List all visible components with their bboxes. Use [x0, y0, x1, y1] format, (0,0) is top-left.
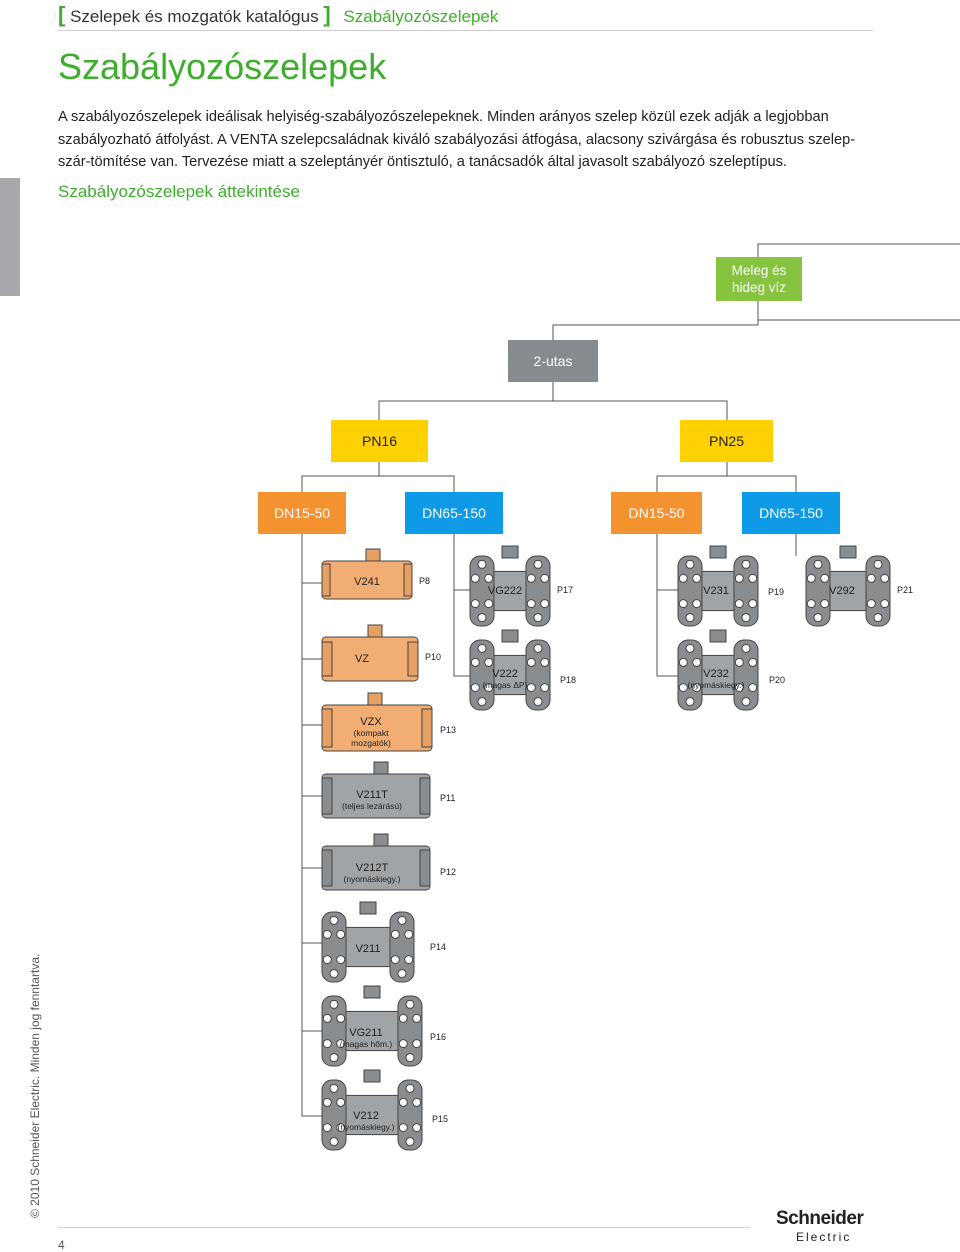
bracket-close: ]	[323, 2, 331, 27]
section-name: Szabályozószelepek	[343, 7, 499, 26]
valve-v211t-icon	[321, 761, 431, 819]
valve-v292-icon	[805, 545, 891, 627]
logo-line1: Schneider	[776, 1208, 864, 1229]
root-box: Meleg és hideg víz	[716, 257, 802, 301]
valve-v212t-label: V212T(nyomáskiegy.)	[343, 862, 401, 884]
valve-v241-icon	[321, 548, 413, 600]
page-ref-p20: P20	[769, 675, 786, 685]
valve-v231-icon	[677, 545, 759, 627]
logo-line2: Electric	[796, 1230, 852, 1244]
valve-vg222-label: VG222	[487, 585, 523, 597]
catalog-name: Szelepek és mozgatók katalógus	[70, 7, 319, 26]
page-ref-p15: P15	[432, 1114, 449, 1124]
side-tab-marker	[0, 178, 20, 296]
valve-v212-icon	[321, 1069, 423, 1151]
page-ref-p19: P19	[768, 587, 785, 597]
page-ref-p8: P8	[419, 576, 431, 586]
valve-vg222-icon	[469, 545, 551, 627]
page-ref-p17: P17	[557, 585, 574, 595]
breadcrumb: [ Szelepek és mozgatók katalógus ] Szabá…	[58, 2, 498, 28]
dn15-50-pn16-box: DN15-50	[258, 492, 346, 534]
valve-vzx-label: VZX(kompakt mozgatók)	[351, 716, 391, 748]
two-way-box: 2-utas	[508, 340, 598, 382]
valve-v211-icon	[321, 901, 415, 983]
page-ref-p14: P14	[430, 942, 447, 952]
valve-v232-icon	[677, 629, 759, 711]
valve-v212t-icon	[321, 833, 431, 891]
page-title: Szabályozószelepek	[58, 46, 387, 87]
page-ref-p21: P21	[897, 585, 914, 595]
valve-vzx-icon	[321, 692, 433, 752]
page-ref-p11: P11	[440, 793, 456, 803]
page-ref-p16: P16	[430, 1032, 447, 1042]
valve-v211t-label: V211T(teljes lezárású)	[342, 789, 402, 811]
valve-v211-label: V211	[355, 943, 381, 955]
header-divider	[58, 30, 873, 31]
valve-vz-icon	[321, 624, 419, 682]
root-label-line2: hideg víz	[731, 280, 787, 295]
valve-vg211-icon	[321, 985, 423, 1067]
schneider-electric-logo: Schneider Electric	[776, 1208, 876, 1244]
dn65-150-pn16-box: DN65-150	[405, 492, 503, 534]
bracket-open: [	[58, 2, 66, 27]
page-ref-p18: P18	[560, 675, 577, 685]
valve-v232-label: V232(nyomáskiegy.)	[687, 668, 745, 690]
valve-v231-label: V231	[703, 585, 729, 597]
valve-v212-label: V212(nyomáskiegy.)	[337, 1110, 395, 1132]
pn16-box: PN16	[331, 420, 428, 462]
dn65-150-pn25-box: DN65-150	[742, 492, 840, 534]
valve-vg211-label: VG211(magas hőm.)	[339, 1027, 393, 1049]
page-number: 4	[58, 1238, 65, 1252]
intro-paragraph: A szabályozószelepek ideálisak helyiség-…	[58, 109, 856, 170]
root-label-line1: Meleg és	[731, 263, 787, 278]
valve-v222-icon	[469, 629, 551, 711]
dn15-50-pn25-box: DN15-50	[611, 492, 702, 534]
page-ref-p13: P13	[440, 725, 457, 735]
valve-v222-label: V222(magas ΔP)	[482, 668, 528, 690]
copyright-notice: © 2010 Schneider Electric. Minden jog fe…	[28, 953, 42, 1218]
valve-vz-label: VZ	[354, 653, 370, 665]
valve-v241-label: V241	[354, 576, 380, 588]
valve-v292-label: V292	[829, 585, 855, 597]
page-ref-p12: P12	[440, 867, 457, 877]
footer-divider	[58, 1227, 750, 1228]
overview-heading: Szabályozószelepek áttekintése	[58, 182, 300, 201]
page-ref-p10: P10	[425, 652, 442, 662]
pn25-box: PN25	[680, 420, 773, 462]
